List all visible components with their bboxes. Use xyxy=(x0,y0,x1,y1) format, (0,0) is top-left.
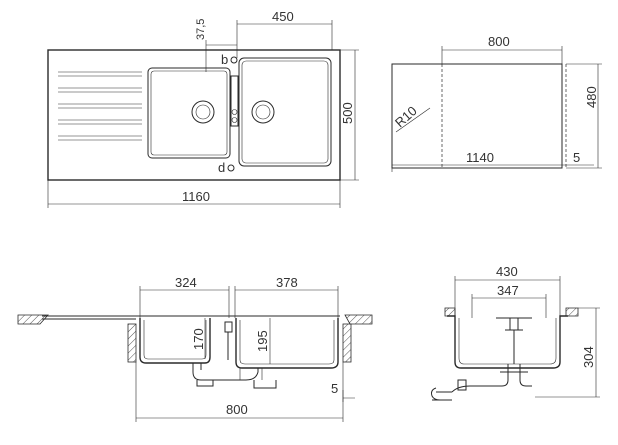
cabinet-wall-right xyxy=(342,323,352,363)
right-basin xyxy=(238,57,332,167)
left-drain xyxy=(191,100,215,124)
dim-left-depth: 170 xyxy=(191,328,206,350)
left-basin xyxy=(147,67,231,159)
overflow-strip xyxy=(230,75,239,127)
worktop-right xyxy=(344,314,373,325)
dim-right-depth: 195 xyxy=(255,330,270,352)
dim-total-width: 1160 xyxy=(182,189,210,204)
side-worktop-left xyxy=(444,307,456,317)
worktop-left xyxy=(17,314,49,325)
tap-hole-d xyxy=(227,164,235,172)
dim-right-basin: 378 xyxy=(276,275,298,290)
dim-left-basin: 324 xyxy=(175,275,197,290)
sink-outline xyxy=(47,49,341,181)
siphon xyxy=(192,363,277,389)
dim-cutout-width: 800 xyxy=(488,34,510,49)
right-basin-section xyxy=(235,318,339,369)
front-section: 324 378 170 195 5 800 xyxy=(17,275,373,422)
cabinet-wall-left xyxy=(127,323,137,363)
dim-base-width: 800 xyxy=(226,402,248,417)
top-view: b d 450 37,5 500 1160 xyxy=(47,9,359,208)
waste-pipe xyxy=(451,364,532,393)
cutout-view: 800 480 R10 1140 5 xyxy=(391,34,602,172)
side-worktop-right xyxy=(565,307,579,317)
drainboard-grooves xyxy=(58,71,142,141)
left-basin-section xyxy=(139,318,211,364)
dim-height: 500 xyxy=(340,102,355,124)
dim-cutout-margin: 5 xyxy=(573,150,580,165)
marker-b: b xyxy=(221,52,228,67)
dim-side-outer: 430 xyxy=(496,264,518,279)
dim-basin-width: 450 xyxy=(272,9,294,24)
dim-front-offset: 5 xyxy=(331,381,338,396)
right-drain xyxy=(251,100,275,124)
dim-offset: 37,5 xyxy=(195,19,207,40)
dim-side-height: 304 xyxy=(581,346,596,368)
marker-d: d xyxy=(218,160,225,175)
dim-radius: R10 xyxy=(392,103,420,130)
tap-hole-b xyxy=(230,56,238,64)
side-sink-outline xyxy=(447,315,568,369)
dim-cutout-height: 480 xyxy=(584,86,599,108)
strainer xyxy=(496,317,532,364)
side-section: 430 347 304 xyxy=(431,264,600,401)
left-basin-inner xyxy=(150,70,228,156)
dim-side-inner: 347 xyxy=(497,283,519,298)
dim-cutout-total: 1140 xyxy=(466,150,494,165)
right-basin-inner xyxy=(241,60,329,164)
